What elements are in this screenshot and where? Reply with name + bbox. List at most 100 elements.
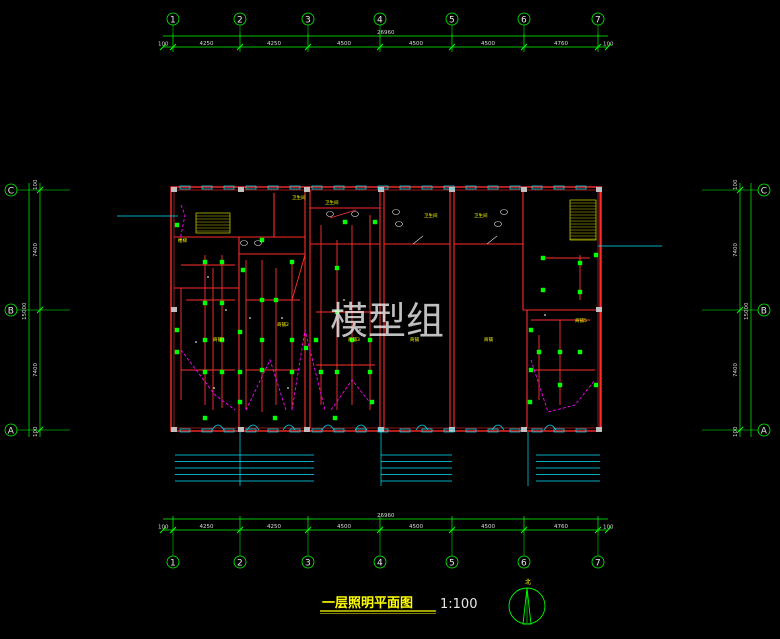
dim-edge-right-label: 100 [603,525,614,531]
window-bottom [377,428,389,433]
window-top [333,185,345,190]
dim-edge-left-label: 100 [158,525,169,531]
window-top [201,185,213,190]
window-top [311,185,323,190]
room-label: 商铺3 [348,336,360,343]
dim-tick [520,526,528,534]
door-leaf [412,235,498,245]
sanitary-fixture [240,240,248,246]
wire-count-mark [287,387,289,389]
lamp-fixture [536,349,542,355]
structural-column [304,427,310,432]
window-top [575,185,587,190]
axis-bubble [757,183,771,197]
dim-tick [736,186,744,194]
axis-bubble [166,12,180,26]
axis-bubble [233,12,247,26]
lamp-fixture [237,329,243,335]
dim-span-label: 4760 [554,524,568,530]
stair [195,212,231,234]
axis-label-col: 4 [377,558,383,568]
axis-label-col: 4 [377,15,383,25]
axis-bubble [517,555,531,569]
lighting-wire [329,209,357,219]
dim-span-label: 4500 [481,41,495,47]
lamp-fixture [528,367,534,373]
axis-bubble [757,423,771,437]
lamp-fixture [540,255,546,261]
structural-column [238,187,244,192]
lamp-fixture [318,369,324,375]
door-swing [491,424,505,431]
axis-label-col: 2 [237,15,243,25]
axis-bubble [757,303,771,317]
window-top [487,185,499,190]
dim-edge-top-label: 100 [33,179,39,190]
lamp-fixture [313,337,319,343]
lamp-fixture [174,349,180,355]
lamp-fixture [334,265,340,271]
structural-column [238,427,244,432]
dim-edge-right-label: 100 [603,42,614,48]
dim-tick [376,43,384,51]
north-arrow: 北 [508,578,546,625]
dim-tick [604,526,612,534]
door-swing [354,424,368,431]
axis-bubble [233,555,247,569]
dim-span-label: 4760 [554,41,568,47]
lamp-fixture [237,369,243,375]
axis-label-col: 7 [595,558,601,568]
dim-span-label: 4250 [267,524,281,530]
window-top [399,185,411,190]
dim-edge-bottom-label: 100 [733,426,739,437]
dim-tick [36,426,44,434]
sanitary-fixture [500,209,508,215]
dim-tick [448,526,456,534]
lamp-fixture [372,219,378,225]
wire-count-mark [343,299,345,301]
lamp-fixture [367,369,373,375]
sanitary-fixture [494,221,502,227]
lamp-fixture [259,237,265,243]
axis-bubble [591,555,605,569]
north-label: 北 [525,578,531,586]
window-bottom [223,428,235,433]
dim-span-label: 4500 [337,41,351,47]
lamp-fixture [219,337,225,343]
axis-label-col: 6 [521,558,527,568]
dim-tick [594,43,602,51]
axis-label-col: 1 [170,558,176,568]
wire-count-mark [225,309,227,311]
axis-bubble [166,555,180,569]
drawing-scale: 1:100 [440,597,477,612]
drawing-title: 一层照明平面图 [322,596,413,611]
window-top [509,185,521,190]
axis-label-col: 2 [237,558,243,568]
dim-span-label: 7400 [33,363,39,377]
lighting-circuit-dashed [180,349,236,411]
lamp-fixture [202,369,208,375]
lighting-circuit-dashed [245,358,287,411]
lamp-fixture [593,252,599,258]
window-top [553,185,565,190]
lamp-fixture [577,260,583,266]
dim-tick [169,526,177,534]
dim-span-label: 4250 [200,41,214,47]
dim-span-label: 4500 [481,524,495,530]
lamp-fixture [202,259,208,265]
room-label: 商铺 [484,336,493,343]
room-label: 商铺5 [575,317,587,324]
lamp-fixture [237,399,243,405]
axis-label-col: 3 [305,558,311,568]
dim-span-label: 4500 [409,524,423,530]
lighting-circuit-dashed [291,329,326,411]
lamp-fixture [259,297,265,303]
structural-column [521,187,527,192]
axis-bubble [517,12,531,26]
structural-column [449,427,455,432]
window-bottom [465,428,477,433]
dim-tick [304,526,312,534]
room-label: 卫生间 [474,212,488,219]
structural-column [171,307,177,312]
